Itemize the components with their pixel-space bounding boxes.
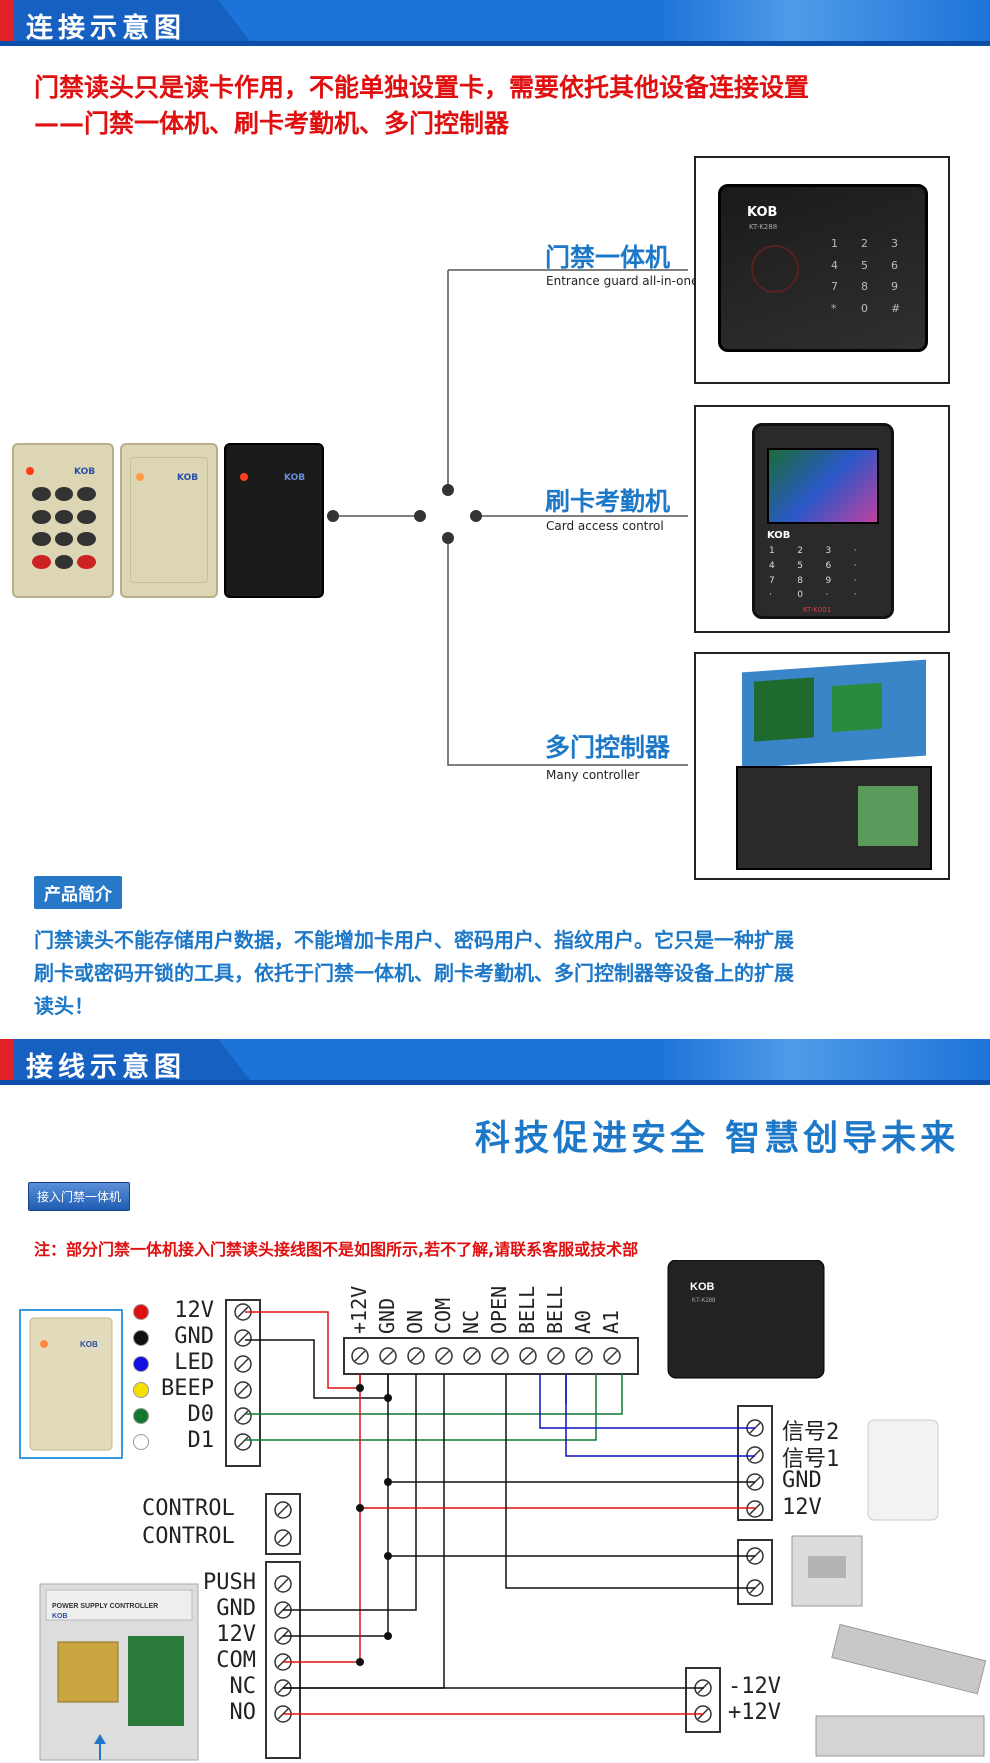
wire-color-dot [133,1330,149,1346]
notice-line-2: ——门禁一体机、刷卡考勤机、多门控制器 [34,109,510,138]
slogan: 科技促进安全 智慧创导未来 [475,1119,960,1159]
intro-text-2: 刷卡或密码开锁的工具，依托于门禁一体机、刷卡考勤机、多门控制器等设备上的扩展 [34,961,794,985]
svg-text:KOB: KOB [690,1281,715,1293]
keypad-reader-image: KOB [12,443,114,598]
connect-button[interactable]: 接入门禁一体机 [28,1182,131,1211]
top-terminal-label: ON [403,1309,427,1334]
reader-terminal-label: GND [174,1324,214,1349]
reader-terminal-label: D1 [187,1428,215,1453]
section-banner-wiring: 接线示意图 [0,1039,990,1085]
control-terminal-label: CONTROL [142,1496,235,1521]
section-banner-connection: 连接示意图 [0,0,990,46]
wire-color-dot [133,1304,149,1320]
svg-text:KOB: KOB [80,1340,98,1349]
power-terminal-label: GND [216,1596,256,1621]
wire-color-dot [133,1434,149,1450]
reader-terminal-label: D0 [187,1402,215,1427]
card-reader-beige-image: KOB [120,443,218,598]
top-terminal-label: GND [375,1297,399,1334]
wiring-note: 注：部分门禁一体机接入门禁读头接线图不是如图所示,若不了解,请联系客服或技术部 [34,1240,639,1259]
lock-terminal-label: +12V [728,1700,781,1725]
top-terminal-label: COM [431,1297,455,1334]
top-terminal-label: A1 [599,1309,623,1334]
svg-text:KOB: KOB [52,1613,68,1620]
intro-text-1: 门禁读头不能存储用户数据，不能增加卡用户、密码用户、指纹用户。它只是一种扩展 [34,928,794,952]
controller-board-image [742,659,926,769]
device-frame-many-controller [694,652,950,880]
device-label-en-many-controller: Many controller [546,768,640,782]
top-terminal-label: +12V [347,1285,371,1334]
device-label-card-access: 刷卡考勤机 [545,487,671,516]
reader-terminal-label: LED [174,1350,214,1375]
svg-text:KT-K288: KT-K288 [692,1298,716,1304]
wire-color-dot [133,1408,149,1424]
top-terminal-label: NC [459,1309,483,1334]
power-terminal-label: 12V [216,1622,256,1647]
notice-line-1: 门禁读头只是读卡作用，不能单独设置卡，需要依托其他设备连接设置 [34,73,810,102]
power-terminal-label: PUSH [203,1570,256,1595]
device-label-entrance-guard: 门禁一体机 [545,243,671,272]
bell-terminal-label: GND [782,1468,822,1493]
reader-terminal-label: 12V [174,1298,214,1323]
section-title: 连接示意图 [26,13,186,44]
top-terminal-label: OPEN [487,1285,511,1334]
top-terminal-label: A0 [571,1309,595,1334]
device-label-en-card-access: Card access control [546,519,664,533]
power-terminal-label: NO [229,1700,257,1725]
bell-terminal-label: 信号2 [782,1420,840,1445]
bell-terminal-label: 12V [782,1495,822,1520]
device-label-many-controller: 多门控制器 [545,733,671,762]
intro-text-3: 读头！ [34,994,94,1018]
controller-box-image [736,766,932,870]
top-terminal-label: BELL [515,1285,539,1334]
wire-color-dot [133,1356,149,1372]
power-terminal-label: NC [229,1674,257,1699]
reader-terminal-label: BEEP [161,1376,214,1401]
card-reader-black-image: KOB [224,443,324,598]
lock-terminal-label: -12V [728,1674,781,1699]
wiring-diagram: KOB [19,1260,987,1761]
intro-tag: 产品简介 [34,876,122,909]
device-label-en-entrance-guard: Entrance guard all-in-one [546,274,699,288]
top-terminal-label: BELL [543,1285,567,1334]
wire-color-dot [133,1382,149,1398]
power-terminal-label: COM [216,1648,256,1673]
control-terminal-label: CONTROL [142,1524,235,1549]
svg-text:POWER SUPPLY CONTROLLER: POWER SUPPLY CONTROLLER [52,1603,158,1610]
bell-terminal-label: 信号1 [782,1447,840,1472]
connection-lines [327,269,688,766]
section-title: 接线示意图 [26,1052,186,1083]
